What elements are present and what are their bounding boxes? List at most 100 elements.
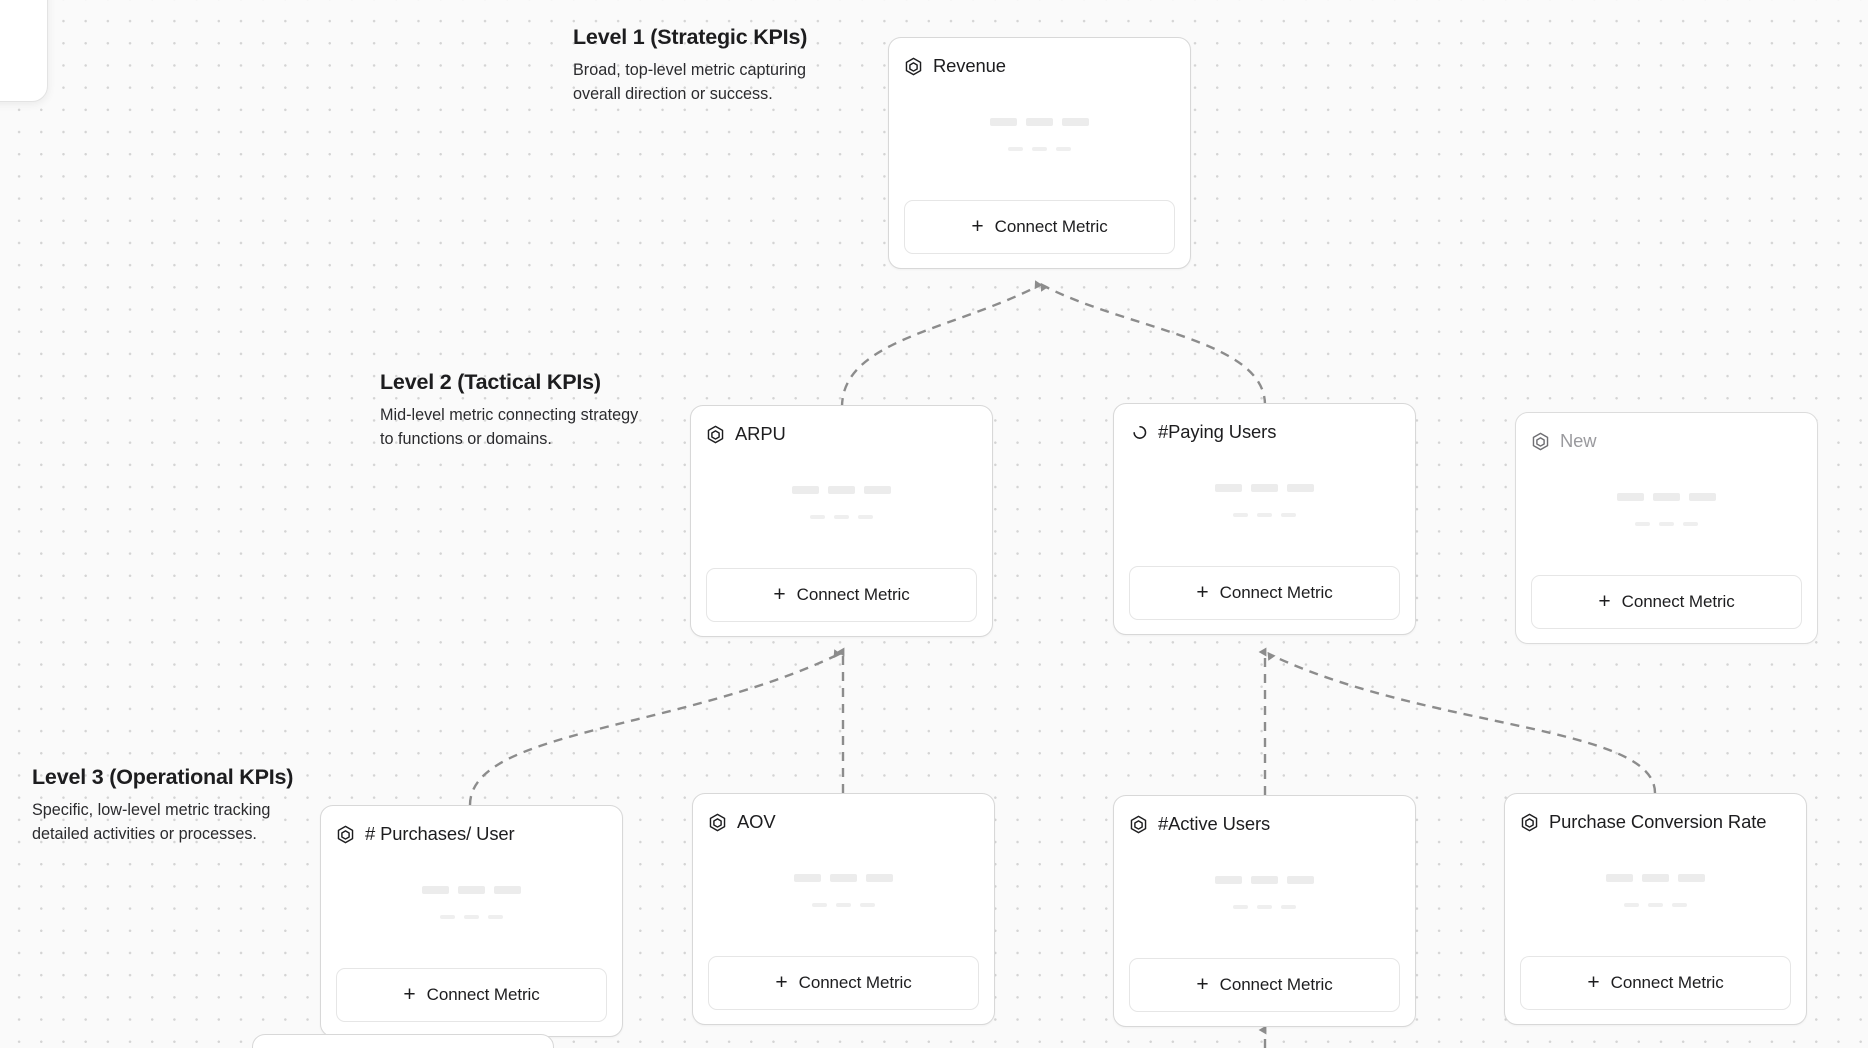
skeleton-bar [866,874,893,882]
level-3-label-block: Level 3 (Operational KPIs) Specific, low… [32,765,304,847]
card-header: ARPU [706,421,977,447]
card-title: # Purchases/ User [365,822,515,844]
skeleton-bar [1281,513,1296,517]
level-1-label-block: Level 1 (Strategic KPIs) Broad, top-leve… [573,25,835,107]
skeleton-row-primary [990,118,1089,126]
skeleton-row-secondary [1233,905,1296,909]
metric-card-paying-users[interactable]: #Paying Users + Connect Metric [1113,403,1416,635]
skeleton-bar [1606,874,1633,882]
card-skeleton-body [708,835,979,956]
skeleton-bar [1026,118,1053,126]
level-1-description: Broad, top-level metric capturing overal… [573,61,807,103]
skeleton-bar [860,903,875,907]
card-title: #Paying Users [1158,420,1277,442]
level-3-title: Level 3 (Operational KPIs) [32,765,294,789]
metric-card-arpu[interactable]: ARPU + Connect Metric [690,405,993,637]
skeleton-row-primary [1617,493,1716,501]
connect-metric-button[interactable]: + Connect Metric [336,968,607,1022]
card-skeleton-body [904,79,1175,200]
plus-icon: + [1598,590,1611,613]
skeleton-bar [1215,484,1242,492]
hexagon-target-icon [1532,432,1549,450]
connect-metric-button[interactable]: + Connect Metric [1129,566,1400,620]
skeleton-bar [1659,522,1674,526]
skeleton-bar [1008,147,1023,151]
skeleton-bar [834,515,849,519]
metric-card-aov[interactable]: AOV + Connect Metric [692,793,995,1025]
metric-card-purchase-conversion-rate[interactable]: Purchase Conversion Rate + Connect Metri… [1504,793,1807,1025]
loading-spinner-icon [1133,425,1147,439]
skeleton-bar [864,486,891,494]
card-skeleton-body [1520,835,1791,956]
level-3-description: Specific, low-level metric tracking deta… [32,801,271,843]
skeleton-bar [1287,484,1314,492]
skeleton-bar [458,886,485,894]
card-header: #Active Users [1129,811,1400,837]
skeleton-bar [440,915,455,919]
skeleton-row-primary [422,886,521,894]
connect-metric-button[interactable]: + Connect Metric [708,956,979,1010]
floating-toolbar-panel[interactable] [0,0,48,102]
skeleton-row-secondary [1008,147,1071,151]
skeleton-bar [1635,522,1650,526]
plus-icon: + [775,971,788,994]
card-header: #Paying Users [1129,419,1400,445]
hexagon-target-icon [337,825,354,843]
plus-icon: + [773,583,786,606]
plus-icon: + [403,983,416,1006]
skeleton-bar [1624,903,1639,907]
skeleton-bar [812,903,827,907]
connect-metric-label: Connect Metric [426,985,540,1004]
skeleton-bar [1233,513,1248,517]
metric-card-revenue[interactable]: Revenue + Connect Metric [888,37,1191,269]
skeleton-bar [1683,522,1698,526]
skeleton-bar [1062,118,1089,126]
skeleton-bar [1251,876,1278,884]
skeleton-row-primary [792,486,891,494]
connect-metric-button[interactable]: + Connect Metric [1531,575,1802,629]
level-2-title: Level 2 (Tactical KPIs) [380,370,601,394]
skeleton-row-secondary [812,903,875,907]
skeleton-bar [792,486,819,494]
skeleton-row-secondary [1624,903,1687,907]
connect-metric-button[interactable]: + Connect Metric [904,200,1175,254]
connector-paying-users-to-revenue [1040,282,1267,406]
skeleton-bar [1672,903,1687,907]
card-header: # Purchases/ User [336,821,607,847]
connect-metric-label: Connect Metric [1219,583,1333,602]
connect-metric-label: Connect Metric [796,585,910,604]
plus-icon: + [971,215,984,238]
skeleton-row-primary [794,874,893,882]
card-skeleton-body [1129,837,1400,958]
skeleton-bar [1215,876,1242,884]
card-header: New [1531,428,1802,454]
metric-card-active-users[interactable]: #Active Users + Connect Metric [1113,795,1416,1027]
connect-metric-label: Connect Metric [994,217,1108,236]
skeleton-bar [1257,513,1272,517]
skeleton-bar [858,515,873,519]
skeleton-row-secondary [810,515,873,519]
connector-purchases-to-arpu [468,649,842,806]
card-title: Purchase Conversion Rate [1549,810,1767,832]
metric-card-new[interactable]: New + Connect Metric [1515,412,1818,644]
skeleton-bar [990,118,1017,126]
connect-metric-button[interactable]: + Connect Metric [706,568,977,622]
plus-icon: + [1196,973,1209,996]
connect-metric-button[interactable]: + Connect Metric [1520,956,1791,1010]
metric-card-purchases-per-user[interactable]: # Purchases/ User + Connect Metric [320,805,623,1037]
hexagon-target-icon [707,425,724,443]
card-skeleton-body [336,847,607,968]
connector-conversion-to-paying-users [1267,651,1657,794]
connector-arpu-to-revenue [840,280,1043,408]
skeleton-bar [794,874,821,882]
skeleton-bar [1233,905,1248,909]
skeleton-bar [494,886,521,894]
connect-metric-button[interactable]: + Connect Metric [1129,958,1400,1012]
connect-metric-label: Connect Metric [1621,592,1735,611]
card-title: Revenue [933,54,1006,76]
skeleton-row-primary [1215,484,1314,492]
card-skeleton-body [706,447,977,568]
skeleton-bar [1257,905,1272,909]
metric-card-partial-offscreen[interactable] [252,1034,554,1048]
